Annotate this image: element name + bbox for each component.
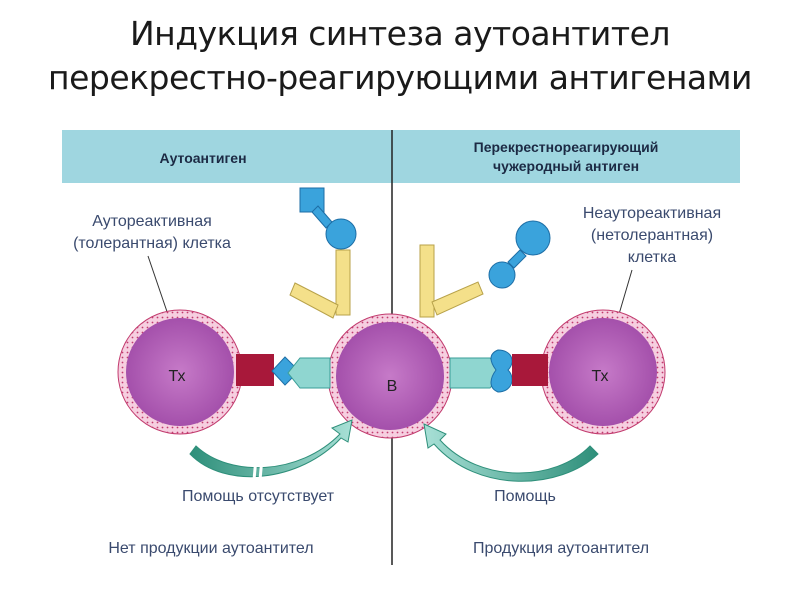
left-th-cell [117,309,243,435]
right-cell-label-line2: (нетолерантная) [591,227,713,244]
right-help-caption: Помощь [494,488,556,505]
right-cell-label-line3: клетка [628,249,677,266]
left-help-break-1 [252,457,258,481]
right-foreign-peptide [490,349,513,393]
right-help-arrow [423,423,599,482]
right-header-line1: Перекрестнореагирующий [474,139,659,155]
right-header-line2: чужеродный антиген [493,158,639,174]
left-cell-label-line1: Аутореактивная [92,213,212,230]
right-antibody [419,244,484,318]
right-tcr [512,354,548,386]
right-cell-label-line1: Неаутореактивная [583,205,721,222]
b-cell-label: В [387,378,398,395]
slide-title-line1: Индукция синтеза аутоантител [130,14,671,53]
left-antibody [289,249,351,319]
left-cell-label-line2: (толерантная) клетка [73,235,231,252]
left-result-caption: Нет продукции аутоантител [108,540,313,557]
left-tcr [236,354,274,386]
b-cell [327,313,453,439]
left-help-arrow [189,419,353,478]
left-help-break-2 [258,457,264,481]
header-band [62,130,740,183]
right-th-cell [540,309,666,435]
right-th-label: Тх [591,368,608,385]
right-foreign-antigen [488,220,551,289]
right-result-caption: Продукция аутоантител [473,540,649,557]
left-autoantigen [299,187,357,250]
left-th-label: Тх [168,368,185,385]
left-mhc [287,357,331,389]
slide-title-line2: перекрестно-реагирующими антигенами [48,58,752,97]
left-header: Аутоантиген [159,150,246,166]
left-help-caption: Помощь отсутствует [182,488,335,505]
